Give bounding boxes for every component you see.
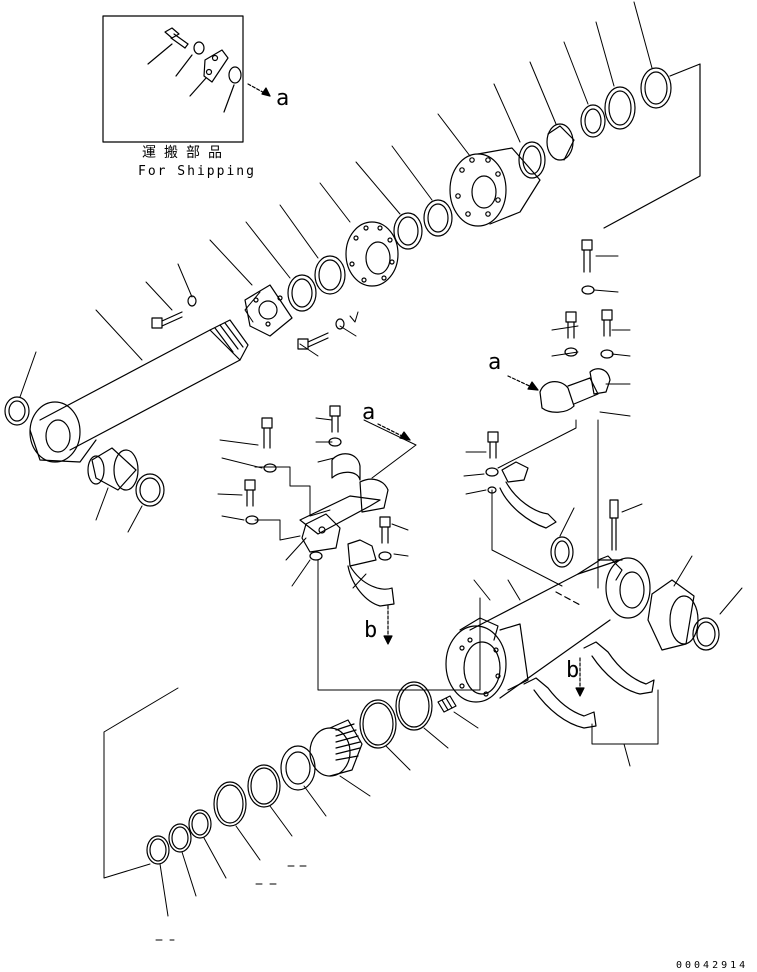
cylinder-tube bbox=[446, 500, 650, 702]
callout-a-mid: a bbox=[362, 400, 376, 425]
leader-lines-top bbox=[20, 2, 652, 532]
lower-clamp-2 bbox=[584, 642, 654, 694]
cut-off-marks bbox=[156, 866, 306, 940]
arrow-b-right bbox=[576, 658, 584, 696]
callout-b-left: b bbox=[364, 618, 378, 643]
piston-ring-1 bbox=[360, 700, 396, 748]
seal-ring-4 bbox=[169, 824, 191, 852]
inset-oring bbox=[229, 67, 241, 83]
bolt-stack-left bbox=[245, 406, 391, 560]
rod-dust-seal bbox=[136, 474, 164, 506]
oring-right bbox=[551, 537, 573, 567]
tube-bushing bbox=[648, 580, 698, 650]
callout-a-right: a bbox=[488, 350, 502, 375]
arrow-b-left bbox=[384, 606, 392, 644]
ring-5 bbox=[519, 142, 545, 178]
ring-8 bbox=[641, 68, 671, 108]
seal-ring-5 bbox=[147, 836, 169, 864]
cap-bolt-right bbox=[298, 333, 328, 349]
arrow-a-mid bbox=[378, 424, 410, 440]
leader-lines-bottom bbox=[160, 712, 478, 916]
inset-bracket bbox=[204, 50, 228, 82]
document-number: 00042914 bbox=[676, 960, 749, 971]
inset-washer bbox=[194, 42, 204, 54]
pipe-clamp-upper bbox=[300, 454, 388, 534]
leader-lines-mid-left bbox=[218, 418, 408, 588]
ring-2 bbox=[315, 256, 345, 294]
shipping-label-jp: 運搬部品 bbox=[142, 145, 230, 161]
ring-6 bbox=[581, 105, 605, 137]
lower-clamp-1 bbox=[524, 678, 596, 728]
clamp-block-left bbox=[302, 514, 340, 560]
bolt-stack-right bbox=[486, 240, 613, 476]
rod-bushing bbox=[88, 448, 138, 490]
cap-washer-right bbox=[336, 319, 344, 329]
head-flange bbox=[346, 222, 398, 286]
inset-bolt bbox=[165, 28, 188, 48]
cap-bolt-left bbox=[152, 312, 182, 328]
cylinder-head bbox=[450, 148, 540, 226]
rod-end-seal bbox=[5, 397, 29, 425]
bushing-head bbox=[547, 124, 574, 160]
callout-a-inset: a bbox=[276, 86, 290, 111]
piston-rod bbox=[30, 320, 248, 462]
piston-nut bbox=[281, 746, 315, 790]
inset-arrow-a bbox=[248, 84, 270, 96]
seal-ring-3 bbox=[189, 810, 211, 838]
hose-fitting-right bbox=[540, 369, 610, 413]
clamp-saddle-left bbox=[348, 540, 394, 606]
ring-4 bbox=[424, 200, 452, 236]
lower-clamp-bracket bbox=[592, 690, 658, 744]
callout-b-right: b bbox=[566, 658, 580, 683]
right-group-bracket bbox=[604, 64, 700, 228]
piston-ring-2 bbox=[396, 682, 432, 730]
leader-lines-tube bbox=[474, 556, 742, 766]
ring-7 bbox=[605, 87, 635, 129]
piston bbox=[310, 720, 362, 776]
set-screw bbox=[438, 696, 456, 712]
shipping-inset-box bbox=[103, 16, 270, 142]
seal-ring-1 bbox=[248, 765, 280, 807]
ring-3 bbox=[394, 213, 422, 249]
seal-ring-2 bbox=[214, 782, 246, 826]
shipping-label-en: For Shipping bbox=[138, 164, 256, 179]
arrow-a-right bbox=[508, 376, 538, 390]
leader-lines-mid-right bbox=[464, 256, 642, 536]
bottom-group-bracket bbox=[104, 688, 178, 878]
cap-washer-left bbox=[188, 296, 196, 306]
left-group-bracket bbox=[318, 560, 480, 690]
ring-1 bbox=[288, 275, 316, 311]
cover-plate bbox=[245, 285, 292, 336]
tube-seal bbox=[693, 618, 719, 650]
